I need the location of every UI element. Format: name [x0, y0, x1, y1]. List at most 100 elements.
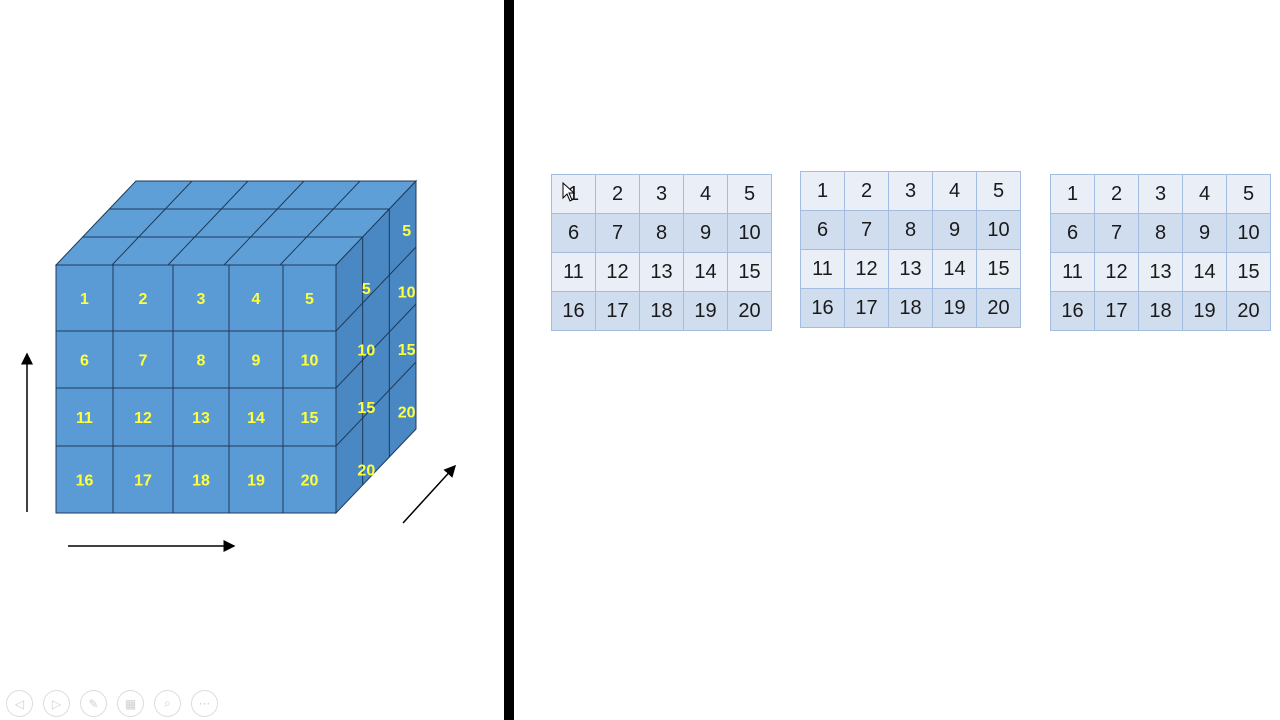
table-cell: 20 — [727, 291, 772, 331]
table-cell: 11 — [1050, 252, 1095, 292]
table-cell: 19 — [932, 288, 977, 328]
table-cell: 15 — [976, 249, 1021, 289]
table-cell: 6 — [800, 210, 845, 250]
table-cell: 7 — [844, 210, 889, 250]
cube-front-label: 2 — [139, 291, 148, 308]
table-cell: 18 — [888, 288, 933, 328]
mouse-cursor-icon — [562, 182, 576, 202]
table-cell: 15 — [1226, 252, 1271, 292]
table-cell: 4 — [683, 174, 728, 214]
cube-side-label: 5 — [362, 281, 371, 298]
table-cell: 2 — [595, 174, 640, 214]
cube-side-label: 15 — [398, 342, 416, 359]
table-cell: 19 — [1182, 291, 1227, 331]
cube-front-label: 6 — [80, 353, 89, 370]
table-cell: 7 — [595, 213, 640, 253]
pen-icon[interactable]: ✎ — [80, 690, 107, 717]
slides-icon[interactable]: ▦ — [117, 690, 144, 717]
cube-front-label: 8 — [197, 353, 206, 370]
prev-icon[interactable]: ◁ — [6, 690, 33, 717]
table-cell: 18 — [639, 291, 684, 331]
table-cell: 9 — [683, 213, 728, 253]
table-cell: 1 — [800, 171, 845, 211]
table-cell: 9 — [1182, 213, 1227, 253]
table-cell: 16 — [800, 288, 845, 328]
table-cell: 4 — [932, 171, 977, 211]
table-cell: 10 — [1226, 213, 1271, 253]
cube-front-label: 1 — [80, 291, 89, 308]
table-cell: 6 — [1050, 213, 1095, 253]
table-cell: 14 — [1182, 252, 1227, 292]
table-cell: 16 — [551, 291, 596, 331]
cube-front-label: 17 — [134, 473, 152, 490]
table-cell: 5 — [727, 174, 772, 214]
table-cell: 10 — [727, 213, 772, 253]
table-cell: 13 — [1138, 252, 1183, 292]
table-cell: 9 — [932, 210, 977, 250]
table-cell: 6 — [551, 213, 596, 253]
table-cell: 12 — [844, 249, 889, 289]
table-cell: 12 — [1094, 252, 1139, 292]
z-axis-arrow — [402, 464, 457, 524]
table-cell: 20 — [976, 288, 1021, 328]
vertical-divider — [504, 0, 514, 720]
cube-front-label: 11 — [76, 410, 93, 427]
zoom-icon[interactable]: ⌕ — [154, 690, 181, 717]
cube-front-label: 14 — [247, 410, 265, 427]
table-cell: 7 — [1094, 213, 1139, 253]
cube-side-label: 20 — [357, 463, 375, 480]
table-cell: 17 — [844, 288, 889, 328]
table-cell: 8 — [639, 213, 684, 253]
table-cell: 10 — [976, 210, 1021, 250]
more-icon[interactable]: ··· — [191, 690, 218, 717]
table-cell: 13 — [639, 252, 684, 292]
cube-front-label: 10 — [301, 353, 319, 370]
cube-front-label: 7 — [139, 353, 148, 370]
cube-side-label: 5 — [402, 223, 411, 240]
table-cell: 2 — [1094, 174, 1139, 214]
cube-front-label: 18 — [192, 473, 210, 490]
cube-front-label: 16 — [76, 473, 94, 490]
cube-side-label: 20 — [398, 405, 416, 422]
table-cell: 17 — [595, 291, 640, 331]
table-cell: 4 — [1182, 174, 1227, 214]
table-cell: 11 — [551, 252, 596, 292]
cube-front-label: 15 — [301, 410, 319, 427]
table-cell: 8 — [1138, 213, 1183, 253]
table-cell: 16 — [1050, 291, 1095, 331]
table-cell: 17 — [1094, 291, 1139, 331]
table-cell: 11 — [800, 249, 845, 289]
table-cell: 8 — [888, 210, 933, 250]
cube-front-label: 9 — [252, 353, 261, 370]
table-cell: 3 — [1138, 174, 1183, 214]
next-icon[interactable]: ▷ — [43, 690, 70, 717]
cube-front-label: 12 — [134, 410, 152, 427]
cube-front-label: 5 — [305, 291, 314, 308]
cube-front-label: 13 — [192, 410, 210, 427]
cube-front-label: 20 — [301, 473, 319, 490]
table-cell: 14 — [932, 249, 977, 289]
table-cell: 3 — [639, 174, 684, 214]
table-cell: 3 — [888, 171, 933, 211]
table-cell: 5 — [976, 171, 1021, 211]
slideshow-toolbar: ◁ ▷ ✎ ▦ ⌕ ··· — [6, 690, 218, 717]
table-cell: 15 — [727, 252, 772, 292]
table-cell: 5 — [1226, 174, 1271, 214]
table-cell: 19 — [683, 291, 728, 331]
